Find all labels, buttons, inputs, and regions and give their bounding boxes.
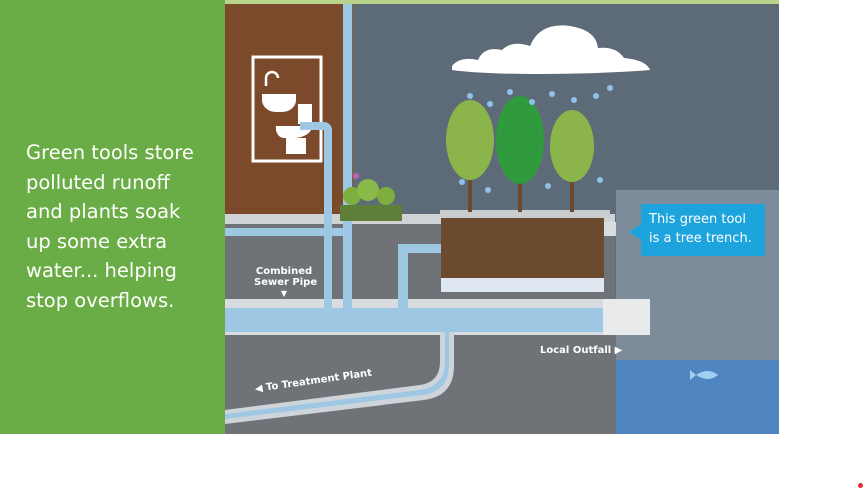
treatment-pipe-flow	[225, 332, 449, 419]
lateral-pipe	[225, 228, 345, 236]
garden-plant-1	[343, 187, 361, 205]
right-arrow-icon: ▶	[614, 345, 623, 356]
info-line-5: water... helping	[26, 259, 177, 282]
combined-sewer-label: Combined Sewer Pipe ▼	[254, 266, 318, 299]
info-text: Green tools store polluted runoff and pl…	[26, 138, 221, 315]
cloud	[452, 25, 650, 74]
garden-plant-2	[357, 179, 379, 201]
fish	[690, 370, 718, 380]
info-line-1: Green tools store	[26, 141, 194, 164]
trench-soil	[441, 218, 604, 278]
rain	[459, 85, 613, 193]
combined-sewer-line-2: Sewer Pipe	[254, 277, 318, 288]
info-line-2: polluted runoff	[26, 170, 170, 194]
water-body	[616, 360, 779, 434]
callout-line-1: This green tool	[649, 212, 746, 227]
trees	[446, 96, 594, 212]
info-line-6: stop overflows.	[26, 288, 175, 312]
combined-sewer-line-1: Combined	[255, 266, 313, 277]
local-outfall-label: Local Outfall ▶	[540, 345, 622, 356]
outfall-end	[603, 299, 650, 335]
callout-pointer	[629, 224, 641, 240]
trench-gravel	[441, 278, 604, 292]
street-drain-pipe	[398, 244, 408, 314]
info-panel	[0, 0, 225, 434]
sidewalk	[225, 214, 615, 224]
bathroom-icon	[251, 55, 323, 163]
left-arrow-icon: ◀	[254, 382, 264, 395]
treatment-pipe	[225, 332, 454, 424]
trench-overflow-pipe	[405, 244, 447, 253]
garden-flower	[353, 173, 359, 179]
trench-planter	[440, 210, 610, 218]
info-line-3: and plants soak	[26, 200, 181, 223]
building-stack-pipe	[343, 4, 352, 314]
down-arrow-icon: ▼	[280, 289, 288, 298]
local-outfall-text: Local Outfall	[540, 345, 612, 356]
tree-trench-callout: This green tool is a tree trench.	[641, 204, 765, 256]
garden-bed	[340, 205, 402, 221]
top-accent	[225, 0, 779, 4]
red-dot	[858, 483, 863, 488]
callout-line-2: is a tree trench.	[649, 231, 752, 246]
garden-plant-3	[377, 187, 395, 205]
toilet-drain-pipe	[300, 122, 332, 310]
ground-lower	[225, 335, 616, 434]
sewer-pipe-flow	[225, 308, 603, 332]
info-line-4: up some extra	[26, 229, 168, 253]
